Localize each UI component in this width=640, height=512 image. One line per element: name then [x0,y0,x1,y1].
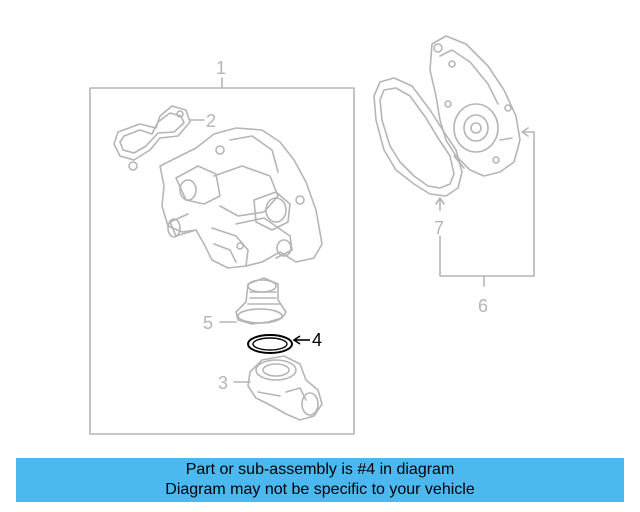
callout-6: 6 [478,296,488,316]
pump-gasket-part-7 [373,77,463,197]
callout-1: 1 [216,58,226,78]
banner-line-disclaimer: Diagram may not be specific to your vehi… [165,481,475,498]
leader-4 [292,335,310,345]
info-banner: Part or sub-assembly is #4 in diagram Di… [16,458,624,502]
o-ring-part-4 [247,334,293,354]
gasket-part-2 [113,105,191,171]
callout-4: 4 [312,330,322,350]
callout-2: 2 [206,111,216,131]
thermostat-part-5 [235,277,287,325]
callout-5: 5 [203,313,213,333]
banner-line-part-number: Part or sub-assembly is #4 in diagram [185,461,455,478]
leader-6-bracket [439,127,535,277]
callout-3: 3 [218,373,228,393]
callout-7: 7 [434,218,444,238]
leader-7 [435,197,445,211]
water-pump-part-6 [429,35,521,177]
outlet-housing-part-3 [247,355,323,421]
thermostat-housing-part-1 [159,127,323,269]
parts-diagram: 1 2 5 4 3 7 6 [89,35,535,435]
